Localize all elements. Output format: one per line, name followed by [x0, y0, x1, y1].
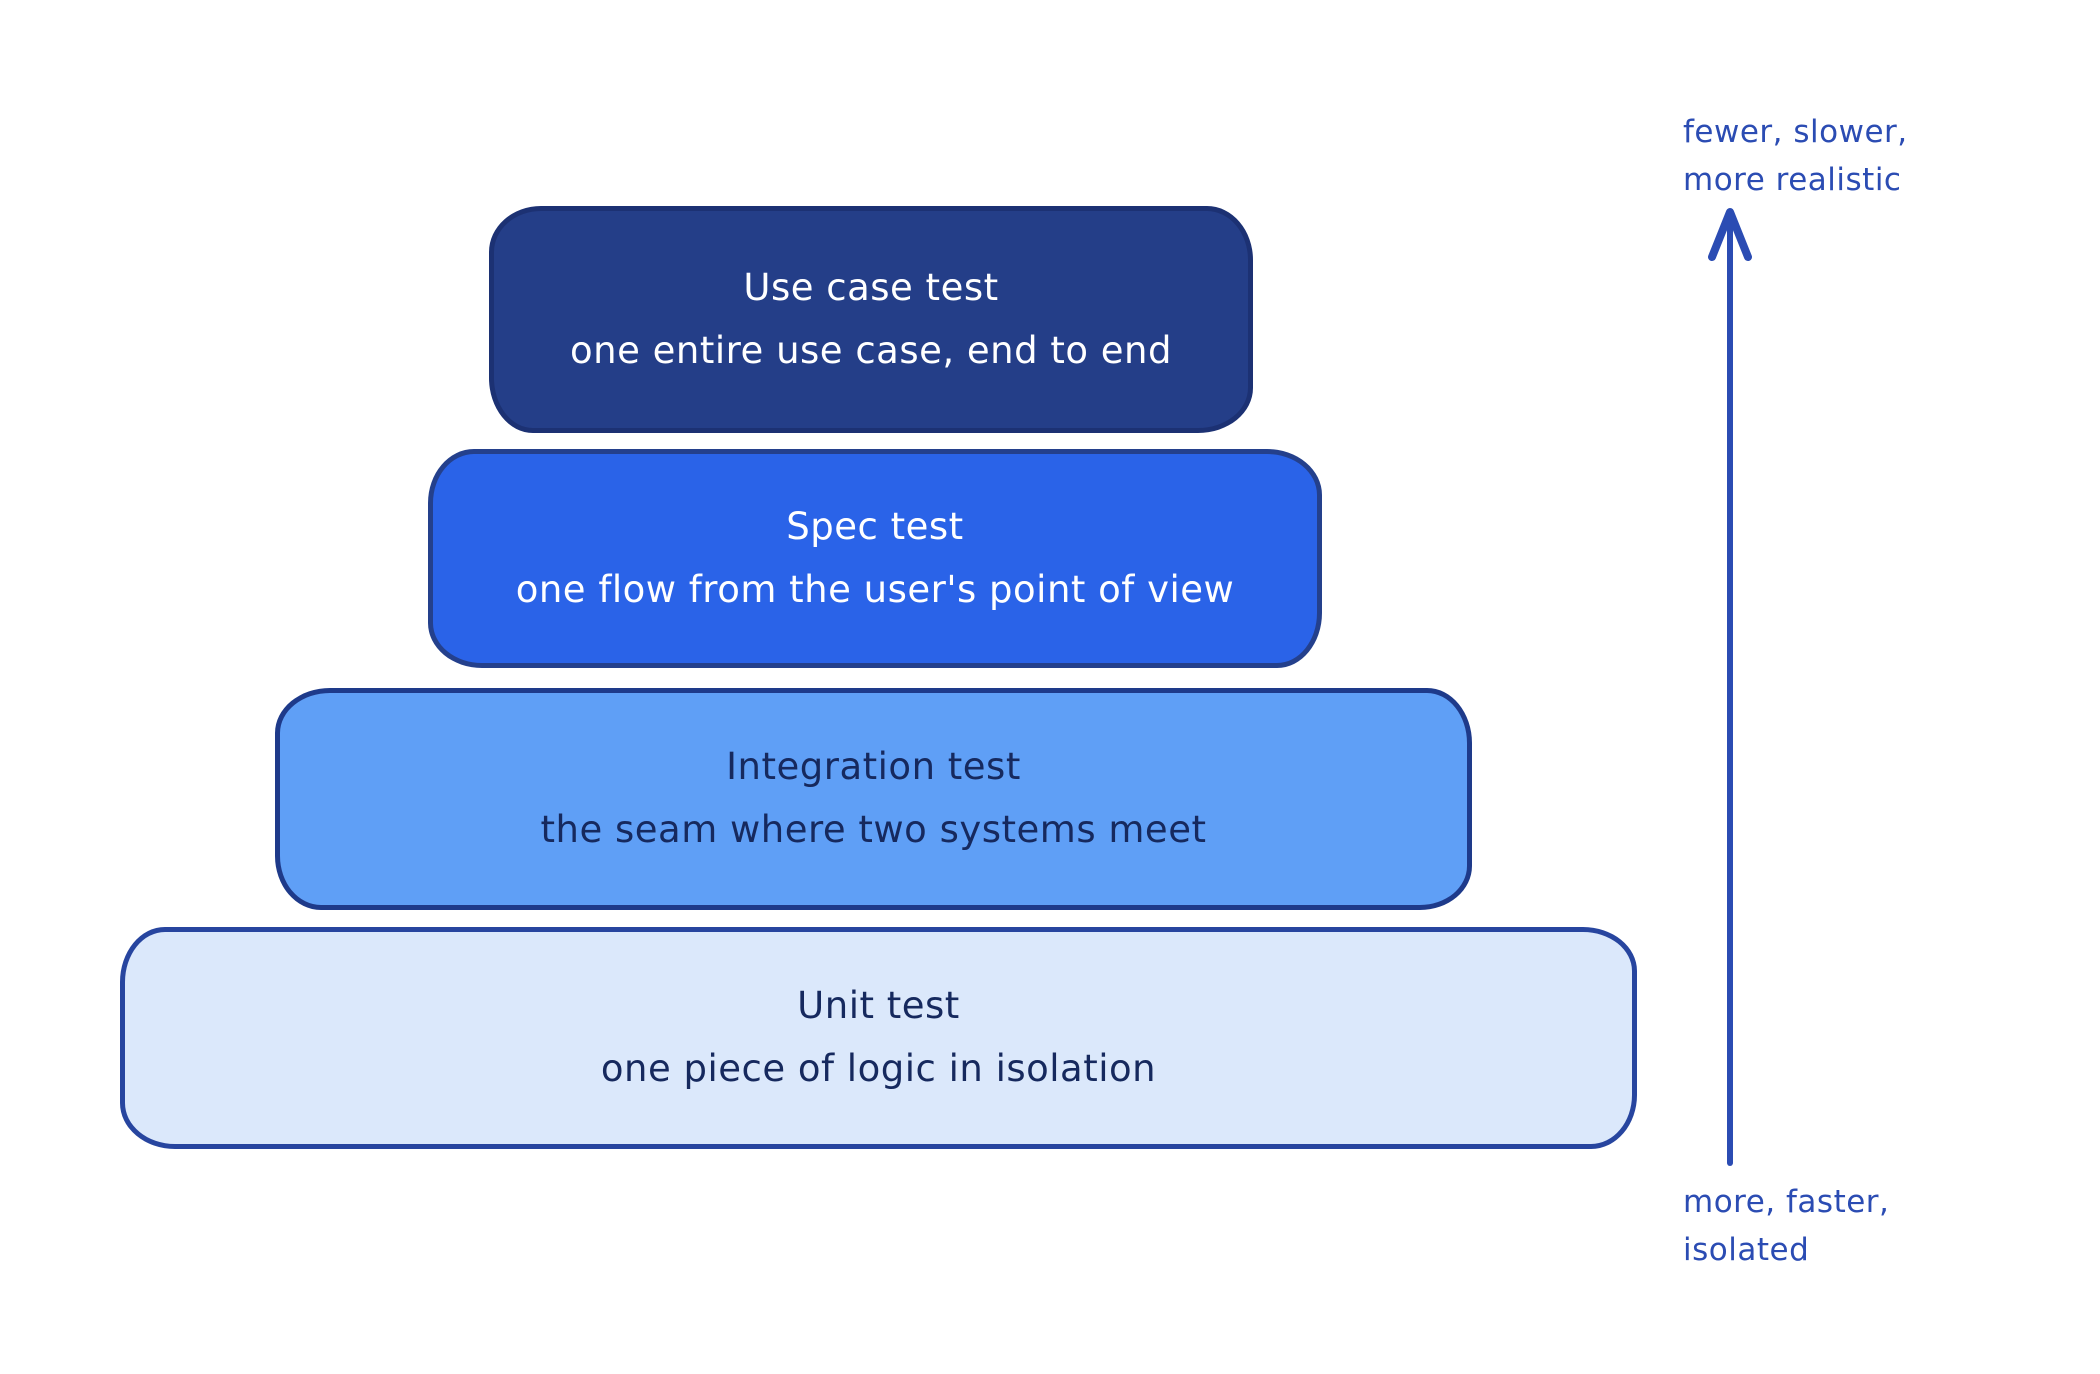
- layer-spec-test: Spec test one flow from the user's point…: [428, 449, 1322, 668]
- layer-subtitle: one entire use case, end to end: [570, 328, 1172, 372]
- layer-integration-test: Integration test the seam where two syst…: [275, 688, 1472, 910]
- layer-title: Use case test: [743, 265, 999, 309]
- axis-label-top-line2: more realistic: [1683, 162, 1902, 199]
- layer-subtitle: the seam where two systems meet: [540, 808, 1207, 851]
- axis-label-top: fewer, slower, more realistic: [1683, 108, 1908, 204]
- axis-arrow-up-icon: [1708, 208, 1752, 1166]
- layer-unit-test: Unit test one piece of logic in isolatio…: [120, 927, 1637, 1149]
- layer-title: Spec test: [786, 504, 964, 548]
- layer-title: Integration test: [726, 745, 1021, 789]
- axis-label-top-line1: fewer, slower,: [1683, 114, 1908, 150]
- layer-title: Unit test: [797, 984, 960, 1028]
- layer-use-case-test: Use case test one entire use case, end t…: [489, 206, 1253, 433]
- layer-subtitle: one flow from the user's point of view: [515, 567, 1235, 611]
- axis-label-bottom-line1: more, faster,: [1683, 1184, 1890, 1220]
- axis-label-bottom: more, faster, isolated: [1683, 1178, 1889, 1274]
- layer-subtitle: one piece of logic in isolation: [600, 1047, 1157, 1090]
- axis-label-bottom-line2: isolated: [1683, 1232, 1810, 1269]
